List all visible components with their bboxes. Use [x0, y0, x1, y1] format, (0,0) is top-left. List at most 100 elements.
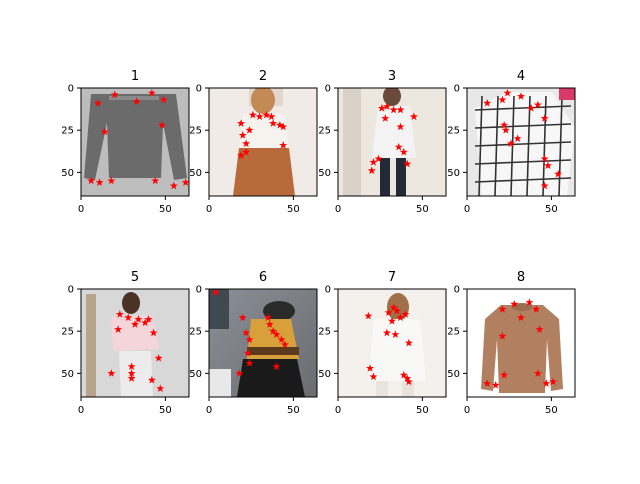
y-tick-label: 50	[61, 369, 74, 380]
keypoint-marker	[245, 335, 254, 344]
keypoint-marker	[525, 298, 534, 306]
keypoint-marker	[404, 338, 413, 347]
subplot-title: 3	[388, 69, 396, 84]
keypoint-marker	[238, 131, 247, 139]
image-region	[119, 351, 153, 397]
x-tick-label: 50	[287, 204, 300, 215]
keypoint-marker	[532, 305, 541, 313]
keypoint-marker	[141, 318, 150, 327]
keypoint-marker	[181, 178, 190, 186]
image-region	[251, 88, 275, 114]
keypoint-marker	[381, 114, 390, 122]
y-tick-label: 50	[447, 369, 460, 380]
y-tick-label: 50	[189, 168, 202, 179]
subplot-image	[81, 289, 189, 397]
y-tick-label: 0	[454, 84, 460, 95]
keypoint-marker	[533, 100, 542, 109]
keypoint-marker	[211, 288, 220, 296]
keypoint-marker	[242, 139, 251, 148]
keypoint-marker	[275, 120, 284, 129]
keypoint-marker	[279, 122, 288, 131]
keypoint-marker	[391, 330, 400, 338]
keypoint-marker	[255, 112, 264, 121]
keypoint-marker	[500, 370, 509, 379]
subplot-image	[209, 88, 317, 196]
keypoint-marker	[95, 178, 104, 186]
keypoint-marker	[396, 105, 405, 114]
axes-frame	[466, 288, 576, 398]
keypoint-marker	[483, 379, 492, 387]
keypoint-marker	[540, 114, 549, 122]
keypoint-marker	[369, 158, 378, 166]
image-region	[494, 95, 499, 196]
keypoint-marker	[513, 134, 522, 143]
keypoint-marker	[279, 141, 288, 149]
subplot-title: 6	[259, 270, 267, 285]
keypoint-marker	[506, 139, 515, 148]
keypoint-marker	[483, 98, 492, 107]
subplot-title: 2	[259, 69, 267, 84]
y-tick-label: 50	[447, 168, 460, 179]
keypoint-marker	[245, 125, 254, 134]
keypoint-marker	[503, 88, 512, 97]
y-tick-label: 0	[454, 285, 460, 296]
y-tick-label: 50	[318, 168, 331, 179]
keypoint-marker	[366, 364, 375, 372]
image-region	[247, 347, 299, 355]
y-tick-label: 25	[61, 126, 74, 137]
keypoint-marker	[393, 306, 402, 315]
image-region	[402, 381, 414, 397]
keypoint-marker	[382, 102, 391, 110]
keypoint-series	[483, 88, 563, 190]
x-tick-label: 0	[464, 204, 470, 215]
y-tick-label: 0	[325, 285, 331, 296]
subplot-title: 1	[131, 69, 139, 84]
subplot-image	[467, 88, 575, 196]
keypoint-marker	[264, 313, 273, 322]
keypoint-marker	[237, 151, 246, 159]
image-region	[209, 289, 229, 329]
keypoint-marker	[131, 320, 139, 328]
image-region	[474, 177, 572, 183]
keypoint-marker	[396, 122, 405, 131]
keypoint-marker	[149, 328, 158, 337]
image-region	[559, 88, 575, 100]
keypoint-marker	[367, 166, 376, 175]
keypoint-marker	[269, 326, 278, 335]
x-tick-label: 0	[335, 204, 341, 215]
y-tick-label: 0	[196, 285, 202, 296]
keypoint-marker	[248, 110, 257, 119]
image-region	[474, 159, 572, 165]
keypoint-marker	[374, 154, 383, 163]
image-region	[84, 94, 187, 180]
image-region	[558, 95, 563, 196]
x-tick-label: 50	[159, 405, 172, 416]
y-tick-label: 25	[318, 327, 331, 338]
image-region	[512, 303, 532, 311]
keypoint-marker	[169, 181, 178, 190]
keypoint-marker	[87, 176, 96, 185]
keypoint-marker	[100, 127, 109, 136]
keypoint-marker	[510, 299, 519, 308]
keypoint-marker	[262, 110, 271, 119]
keypoint-marker	[269, 119, 278, 127]
keypoint-marker	[399, 147, 408, 156]
x-tick-label: 50	[545, 405, 558, 416]
image-region	[474, 141, 572, 147]
axes-frame	[466, 87, 576, 197]
keypoint-marker	[540, 181, 549, 190]
keypoint-marker	[394, 142, 403, 151]
image-region	[396, 158, 406, 196]
keypoint-marker	[245, 359, 254, 367]
keypoint-marker	[554, 169, 563, 178]
image-region	[233, 148, 295, 196]
keypoint-marker	[159, 95, 168, 104]
image-region	[372, 106, 416, 158]
axes-frame	[80, 288, 190, 398]
keypoint-marker	[147, 375, 156, 384]
keypoint-marker	[517, 92, 525, 100]
keypoint-marker	[517, 313, 525, 322]
